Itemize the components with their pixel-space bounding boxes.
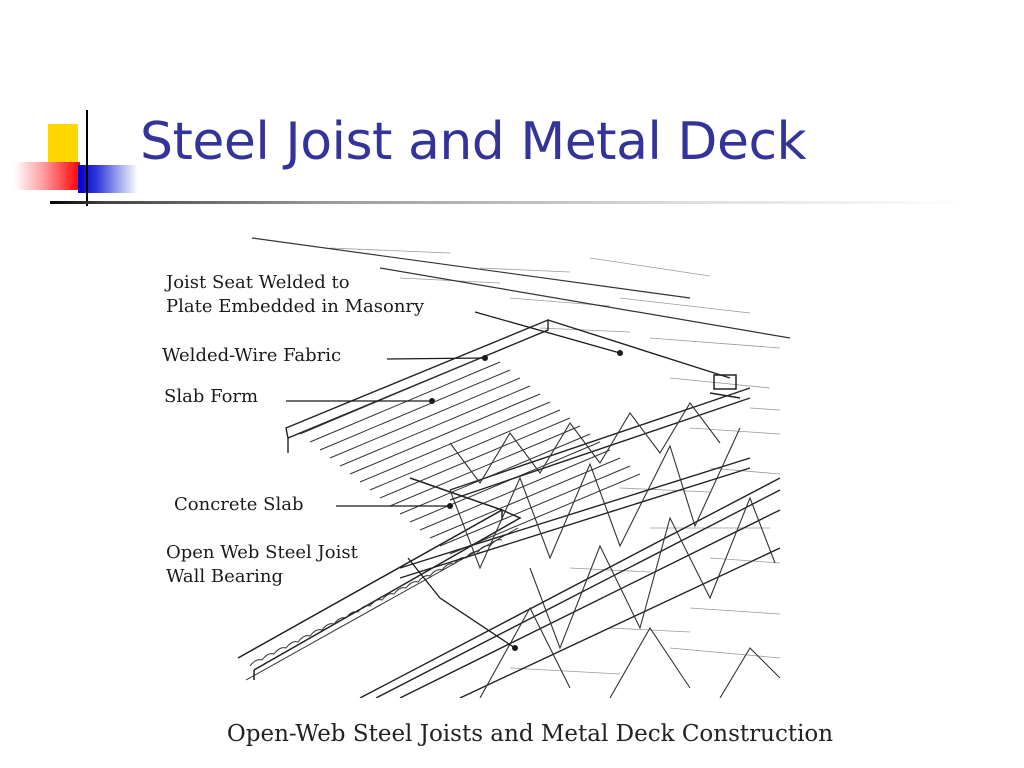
upper-slab-form-ribs <box>299 353 641 555</box>
label-joist-seat-line2: Plate Embedded in Masonry <box>166 296 425 317</box>
title-underline-rule <box>50 201 970 204</box>
label-slab-form: Slab Form <box>164 386 258 407</box>
title-accent-vertical-rule <box>86 110 88 206</box>
label-concrete-slab: Concrete Slab <box>174 494 304 515</box>
leader-dots <box>429 350 623 651</box>
title-accent-yellow-square <box>48 124 78 168</box>
diagram-caption: Open-Web Steel Joists and Metal Deck Con… <box>226 721 834 747</box>
slide-title: Steel Joist and Metal Deck <box>140 112 807 172</box>
label-wall-bearing: Wall Bearing <box>166 566 283 587</box>
joist-seat-plate <box>709 374 741 399</box>
upper-slab <box>285 318 731 453</box>
label-open-web-steel-joist: Open Web Steel Joist <box>166 542 359 563</box>
joist-chords <box>359 387 781 698</box>
leader-lines <box>286 311 621 649</box>
title-accent-red-bar <box>14 162 80 190</box>
label-welded-wire-fabric: Welded-Wire Fabric <box>162 345 341 366</box>
label-joist-seat-line1: Joist Seat Welded to <box>164 272 350 293</box>
joist-web-diagonals <box>449 402 781 698</box>
wall-top-edges <box>251 237 790 339</box>
steel-joist-metal-deck-diagram: Joist Seat Welded to Plate Embedded in M… <box>162 237 790 698</box>
title-accent-blue-bar <box>78 165 138 193</box>
